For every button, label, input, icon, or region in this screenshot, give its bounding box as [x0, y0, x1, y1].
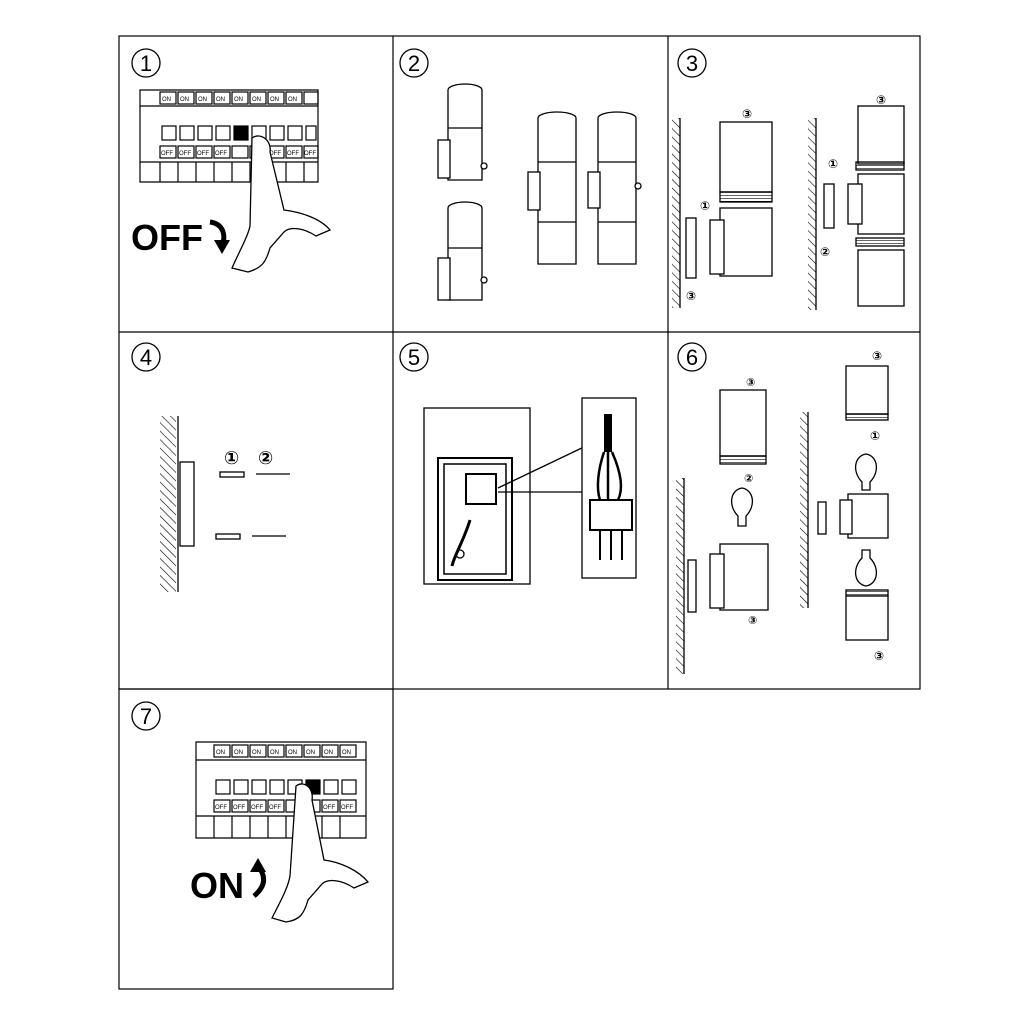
svg-text:①: ① — [224, 448, 239, 469]
disassembly-panel: ③ ① ③ ③ ① ② — [672, 93, 905, 310]
svg-text:OFF: OFF — [161, 151, 173, 157]
svg-text:OFF: OFF — [215, 151, 227, 157]
svg-text:ON: ON — [288, 750, 297, 756]
svg-text:①: ① — [870, 429, 880, 443]
svg-text:③: ③ — [746, 376, 755, 389]
terminal-block — [465, 473, 497, 505]
svg-text:2: 2 — [408, 51, 420, 76]
lamp-variants — [437, 83, 642, 301]
hand-pointing-icon-step7 — [271, 783, 370, 923]
svg-text:①: ① — [700, 199, 710, 213]
on-label: ON — [190, 858, 266, 906]
svg-text:ON: ON — [324, 750, 333, 756]
svg-text:OFF: OFF — [323, 805, 335, 811]
wall-left — [672, 118, 680, 308]
wall-plug-top — [219, 471, 245, 478]
panel-grid — [118, 35, 921, 990]
breaker-panel-on: ON ON ON ON ON ON ON ON OFF OFF OFF OFF … — [195, 741, 367, 839]
step-badges: 1 2 3 4 5 6 7 — [131, 48, 707, 731]
step-7-number: 7 — [131, 701, 161, 731]
hand-pointing-icon — [231, 135, 332, 273]
svg-text:OFF: OFF — [269, 805, 281, 811]
reassembly-panel: ③ ② ③ ③ ① ③ — [676, 349, 889, 674]
step-3-number: 3 — [677, 48, 707, 78]
svg-text:1: 1 — [140, 51, 152, 76]
svg-text:ON: ON — [342, 750, 351, 756]
svg-text:OFF: OFF — [179, 151, 191, 157]
bulb-icon — [731, 487, 753, 527]
svg-text:OFF: OFF — [251, 805, 263, 811]
mounting-plate — [179, 461, 195, 547]
wall-right — [808, 118, 816, 310]
svg-text:ON: ON — [270, 750, 279, 756]
svg-text:①: ① — [828, 157, 838, 171]
svg-text:OFF: OFF — [269, 151, 281, 157]
svg-text:6: 6 — [686, 345, 698, 370]
svg-text:ON: ON — [216, 97, 225, 103]
svg-text:③: ③ — [742, 107, 752, 121]
svg-text:ON: ON — [216, 750, 225, 756]
svg-text:OFF: OFF — [341, 805, 353, 811]
svg-text:ON: ON — [198, 97, 207, 103]
lamp-tall-1 — [527, 111, 577, 265]
lamp-short-down — [437, 201, 488, 301]
svg-text:ON: ON — [234, 750, 243, 756]
svg-text:ON: ON — [252, 97, 261, 103]
svg-text:OFF: OFF — [233, 805, 245, 811]
svg-text:ON: ON — [180, 97, 189, 103]
svg-text:7: 7 — [140, 704, 152, 729]
mounting-plate-panel: ① ② — [160, 416, 290, 592]
svg-text:ON: ON — [270, 97, 279, 103]
bulb-icon-top — [855, 453, 877, 491]
svg-text:4: 4 — [140, 345, 152, 370]
breaker-switch-row — [159, 91, 319, 182]
svg-text:ON: ON — [234, 97, 243, 103]
svg-text:③: ③ — [872, 349, 882, 363]
wall-hatch — [160, 416, 176, 592]
step-4-number: 4 — [131, 342, 161, 372]
svg-text:②: ② — [744, 472, 753, 485]
wall-plug-bottom — [215, 533, 241, 540]
svg-text:ON: ON — [306, 750, 315, 756]
bulb-icon-bottom — [855, 549, 877, 587]
svg-text:OFF: OFF — [287, 151, 299, 157]
svg-text:OFF: OFF — [304, 151, 316, 157]
svg-text:②: ② — [820, 245, 830, 259]
svg-text:③: ③ — [876, 93, 886, 107]
step-6-number: 6 — [677, 342, 707, 372]
svg-text:5: 5 — [408, 345, 420, 370]
svg-text:③: ③ — [748, 614, 757, 627]
svg-text:ON: ON — [162, 97, 171, 103]
svg-text:③: ③ — [874, 649, 884, 663]
off-label: OFF — [131, 217, 230, 258]
svg-text:ON: ON — [252, 750, 261, 756]
svg-text:ON: ON — [190, 865, 244, 906]
wiring-panel — [423, 397, 637, 585]
lamp-tall-2 — [587, 111, 642, 265]
step-5-number: 5 — [399, 342, 429, 372]
svg-text:OFF: OFF — [215, 805, 227, 811]
step-1-number: 1 — [131, 48, 161, 78]
breaker-panel-off: ON ON ON ON ON ON ON ON OFF OFF OFF OFF … — [139, 89, 319, 183]
svg-text:OFF: OFF — [131, 217, 203, 258]
svg-text:②: ② — [258, 448, 273, 469]
svg-text:3: 3 — [686, 51, 698, 76]
connector-strip — [589, 499, 633, 531]
svg-text:③: ③ — [686, 289, 696, 303]
lamp-short-up — [437, 83, 488, 181]
svg-text:OFF: OFF — [197, 151, 209, 157]
step-2-number: 2 — [399, 48, 429, 78]
svg-text:ON: ON — [288, 97, 297, 103]
